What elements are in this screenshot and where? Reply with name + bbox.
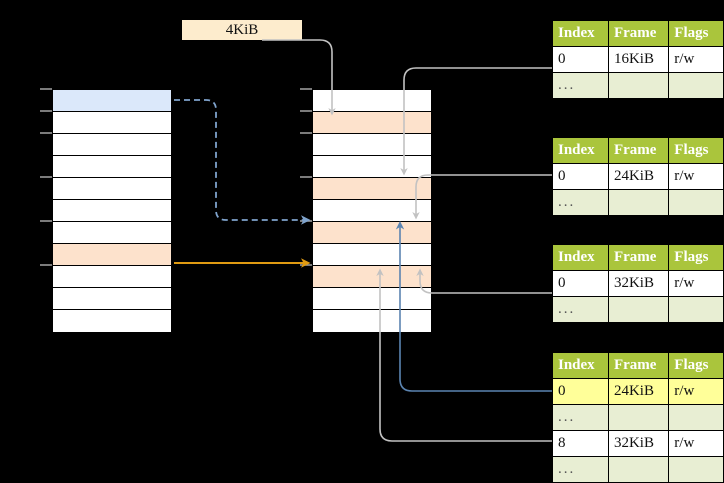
cell-frame (607, 456, 670, 483)
size-label-4kib: 4KiB (182, 20, 302, 40)
physical-frame-row (313, 90, 431, 112)
cell-frame: 32KiB (607, 430, 670, 457)
physical-frame-row (313, 156, 431, 178)
physical-frame-row (313, 112, 431, 134)
cell-flags (668, 72, 724, 99)
cell-frame (607, 189, 670, 216)
virtual-page-row (53, 112, 171, 134)
column-header-flags: Flags (668, 352, 724, 379)
wire-pt2-to-memory (412, 174, 552, 220)
cell-index: ... (552, 189, 609, 216)
column-header-flags: Flags (668, 20, 724, 47)
table-row: ... (552, 456, 724, 483)
cell-frame: 24KiB (607, 378, 670, 405)
physical-frame-row (313, 310, 431, 332)
cell-index: ... (552, 456, 609, 483)
cell-index: 0 (552, 378, 609, 405)
column-header-frame: Frame (607, 352, 670, 379)
virtual-address-space-column (52, 89, 172, 332)
physical-frame-row (313, 178, 431, 200)
column-header-index: Index (552, 20, 609, 47)
physical-frame-row (313, 244, 431, 266)
cell-frame (607, 404, 670, 431)
cell-frame (607, 296, 670, 323)
cell-flags: r/w (668, 270, 724, 297)
column-header-index: Index (552, 352, 609, 379)
cell-flags (668, 456, 724, 483)
cell-index: ... (552, 296, 609, 323)
virtual-page-row (53, 90, 171, 112)
cell-frame: 24KiB (607, 163, 670, 190)
physical-frame-row (313, 288, 431, 310)
physical-memory-column (312, 89, 432, 332)
column-header-index: Index (552, 244, 609, 271)
cell-frame: 32KiB (607, 270, 670, 297)
column-header-frame: Frame (607, 20, 670, 47)
left-column-ticks (40, 88, 52, 266)
virtual-page-row (53, 266, 171, 288)
physical-frame-row (313, 266, 431, 288)
cell-index: 8 (552, 430, 609, 457)
virtual-page-row (53, 200, 171, 222)
cell-index: 0 (552, 270, 609, 297)
virtual-page-row (53, 288, 171, 310)
table-row: ... (552, 189, 724, 216)
table-row: ... (552, 72, 724, 99)
cell-flags: r/w (668, 163, 724, 190)
virtual-page-row (53, 310, 171, 332)
middle-column-ticks (300, 88, 312, 266)
virtual-page-row (53, 178, 171, 200)
cell-flags (668, 189, 724, 216)
column-header-index: Index (552, 137, 609, 164)
table-row: ... (552, 404, 724, 431)
wire-pt3-to-memory (416, 268, 552, 294)
table-row: ... (552, 296, 724, 323)
cell-frame: 16KiB (607, 46, 670, 73)
cell-index: 0 (552, 46, 609, 73)
cell-index: 0 (552, 163, 609, 190)
physical-frame-row (313, 200, 431, 222)
cell-index: ... (552, 404, 609, 431)
column-header-flags: Flags (668, 244, 724, 271)
wire-virtual-to-physical-dashed (174, 99, 311, 225)
cell-flags: r/w (668, 378, 724, 405)
virtual-page-row (53, 134, 171, 156)
virtual-page-row (53, 156, 171, 178)
cell-index: ... (552, 72, 609, 99)
virtual-page-row (53, 244, 171, 266)
physical-frame-row (313, 134, 431, 156)
cell-flags (668, 404, 724, 431)
cell-flags (668, 296, 724, 323)
cell-flags: r/w (668, 46, 724, 73)
cell-flags: r/w (668, 430, 724, 457)
column-header-frame: Frame (607, 244, 670, 271)
column-header-frame: Frame (607, 137, 670, 164)
column-header-flags: Flags (668, 137, 724, 164)
cell-frame (607, 72, 670, 99)
virtual-page-row (53, 222, 171, 244)
physical-frame-row (313, 222, 431, 244)
